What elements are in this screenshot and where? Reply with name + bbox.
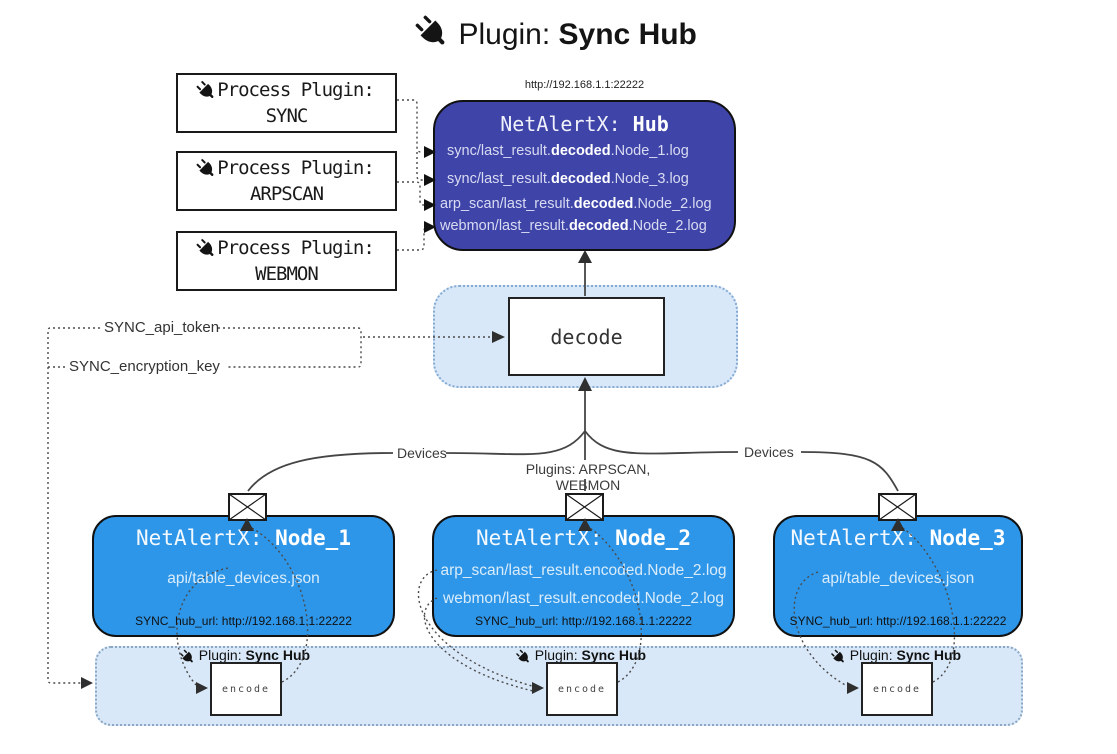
node-file-line: api/table_devices.json xyxy=(821,570,975,587)
hub-title-name: Hub xyxy=(632,112,669,136)
envelope-icon xyxy=(565,493,604,521)
node-file-line: api/table_devices.json xyxy=(167,570,320,587)
process-plugin-name: ARPSCAN xyxy=(249,183,324,205)
hub-log-line: webmon/last_result.decoded.Node_2.log xyxy=(440,218,707,234)
node-2-box: NetAlertX: Node_2 arp_scan/last_result.e… xyxy=(432,515,735,637)
hub-log-line: sync/last_result.decoded.Node_3.log xyxy=(447,171,689,187)
plugins-edge-label: Plugins: ARPSCAN, WEBMON xyxy=(495,461,681,493)
process-plugin-label: Process Plugin: xyxy=(217,237,375,259)
process-plugin-name: SYNC xyxy=(265,105,309,127)
node-title: NetAlertX: Node_1 xyxy=(136,526,351,550)
plug-icon xyxy=(410,10,461,61)
devices-edge-label-left: Devices xyxy=(394,445,450,461)
process-plugin-label: Process Plugin: xyxy=(217,157,375,179)
node-title: NetAlertX: Node_3 xyxy=(790,526,1006,550)
node-file-line: arp_scan/last_result.encoded.Node_2.log xyxy=(440,562,727,579)
hub-box: NetAlertX: Hub sync/last_result.decoded.… xyxy=(433,100,736,251)
node-1-box: NetAlertX: Node_1 api/table_devices.json… xyxy=(92,515,395,637)
hub-url: http://192.168.1.1:22222 xyxy=(524,79,645,91)
plug-icon xyxy=(828,647,850,669)
process-plugin-name: WEBMON xyxy=(255,263,319,285)
node-title: NetAlertX: Node_2 xyxy=(476,526,691,550)
plug-icon xyxy=(177,647,199,669)
node-file-line: webmon/last_result.encoded.Node_2.log xyxy=(443,590,724,607)
process-plugin-box-webmon: Process Plugin: WEBMON xyxy=(176,231,397,291)
node-hub-url: SYNC_hub_url: http://192.168.1.1:22222 xyxy=(789,614,1007,628)
process-plugin-label: Process Plugin: xyxy=(217,79,375,101)
encode-box: encode xyxy=(546,662,618,716)
hub-log-line: sync/last_result.decoded.Node_1.log xyxy=(447,143,689,159)
process-plugin-box-sync: Process Plugin: SYNC xyxy=(176,73,397,133)
node-hub-url: SYNC_hub_url: http://192.168.1.1:22222 xyxy=(135,614,352,628)
plug-icon xyxy=(513,647,535,669)
page-title: Plugin: Sync Hub xyxy=(0,14,1117,56)
node-3-box: NetAlertX: Node_3 api/table_devices.json… xyxy=(773,515,1023,637)
envelope-icon xyxy=(228,493,267,521)
hub-log-line: arp_scan/last_result.decoded.Node_2.log xyxy=(440,196,712,212)
hub-title: NetAlertX: Hub xyxy=(435,112,734,136)
hub-title-prefix: NetAlertX: xyxy=(500,112,633,136)
decode-box: decode xyxy=(508,297,665,376)
page-title-prefix: Plugin: xyxy=(458,18,559,51)
process-plugin-box-arpscan: Process Plugin: ARPSCAN xyxy=(176,151,397,211)
envelope-icon xyxy=(878,493,917,521)
sync-encryption-key-label: SYNC_encryption_key xyxy=(67,358,222,375)
devices-edge-label-right: Devices xyxy=(741,444,797,460)
encode-box: encode xyxy=(210,662,282,716)
node-hub-url: SYNC_hub_url: http://192.168.1.1:22222 xyxy=(475,614,692,628)
encode-box: encode xyxy=(861,662,933,716)
page-title-name: Sync Hub xyxy=(558,18,697,51)
sync-api-token-label: SYNC_api_token xyxy=(102,319,222,336)
